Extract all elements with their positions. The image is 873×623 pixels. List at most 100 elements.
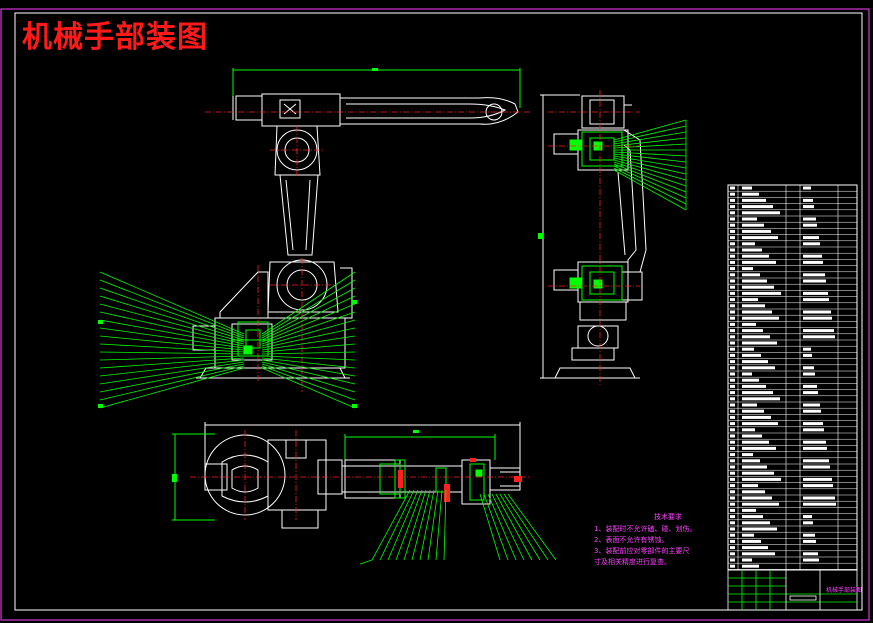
- parts-list-cell-mark: [730, 242, 735, 246]
- parts-list-cell-mark: [803, 422, 823, 426]
- parts-list-cell-mark: [742, 217, 757, 221]
- parts-list-cell-mark: [742, 198, 766, 202]
- parts-list-cell-mark: [742, 465, 767, 469]
- parts-list-cell-mark: [742, 223, 764, 227]
- parts-list-cell-mark: [742, 236, 778, 240]
- title-block: [727, 569, 858, 611]
- parts-list-cell-mark: [742, 304, 765, 308]
- parts-list-cell-mark: [742, 490, 765, 494]
- parts-list-cell-mark: [742, 192, 759, 196]
- technical-requirements-heading: 技术要求: [654, 513, 682, 521]
- parts-list-cell-mark: [730, 490, 735, 494]
- parts-list-cell-mark: [730, 533, 735, 537]
- parts-list-cell-mark: [803, 384, 817, 388]
- parts-list-cell-mark: [730, 335, 735, 339]
- parts-list-cell-mark: [803, 223, 817, 227]
- parts-list-cell-mark: [742, 273, 760, 277]
- top-view-assembly-detail: [379, 458, 522, 502]
- parts-list-cell-mark: [730, 279, 735, 283]
- parts-list-cell-mark: [803, 366, 814, 370]
- parts-list-cell-mark: [803, 329, 834, 333]
- parts-list-cell-mark: [730, 422, 735, 426]
- parts-list-cell-mark: [730, 273, 735, 277]
- parts-list-cell-mark: [742, 471, 774, 475]
- parts-list-cell-mark: [742, 254, 769, 258]
- parts-list-cell-mark: [742, 508, 756, 512]
- parts-list-cell-mark: [730, 223, 735, 227]
- parts-list-cell-mark: [742, 291, 781, 295]
- inner-border: [14, 12, 863, 611]
- parts-list-cell-mark: [803, 298, 829, 302]
- parts-list-cell-mark: [803, 236, 819, 240]
- top-view-leaders-right: [479, 493, 557, 561]
- parts-list-cell-mark: [742, 564, 759, 568]
- parts-list-cell-mark: [803, 515, 812, 519]
- parts-list-cell-mark: [730, 310, 735, 314]
- front-view-leaders-left: [99, 271, 245, 409]
- parts-list-cell-mark: [730, 236, 735, 240]
- parts-list-cell-mark: [803, 409, 821, 413]
- parts-list-cell-mark: [742, 378, 759, 382]
- parts-list-cell-mark: [742, 422, 778, 426]
- side-view: [538, 94, 647, 379]
- parts-list-cell-mark: [803, 260, 823, 264]
- parts-list-cell-mark: [803, 533, 815, 537]
- parts-list-cell-mark: [742, 521, 770, 525]
- parts-list-cell-mark: [742, 186, 752, 190]
- parts-list-cell-mark: [730, 260, 735, 264]
- top-view: [172, 422, 521, 529]
- parts-list-cell-mark: [730, 186, 735, 190]
- parts-list-cell-mark: [730, 211, 735, 215]
- parts-list-cell-mark: [803, 198, 813, 202]
- parts-list-cell-mark: [730, 366, 735, 370]
- parts-list-cell-mark: [803, 347, 811, 351]
- front-view-leaders-right: [261, 271, 356, 409]
- parts-list-cell-mark: [803, 217, 816, 221]
- parts-list-cell-mark: [803, 353, 812, 357]
- technical-requirement-line: 寸及相关精度进行复查。: [594, 558, 671, 566]
- front-view-center-lines: [205, 111, 530, 392]
- parts-list-cell-mark: [803, 273, 825, 277]
- parts-list-cell-mark: [803, 484, 833, 488]
- parts-list-cell-mark: [803, 539, 816, 543]
- parts-list-cell-mark: [730, 477, 735, 481]
- parts-list-cell-mark: [730, 316, 735, 320]
- parts-list-cell-mark: [742, 341, 777, 345]
- parts-list-cell-mark: [803, 440, 826, 444]
- parts-list-cell-mark: [730, 198, 735, 202]
- parts-list-cell-mark: [730, 378, 735, 382]
- technical-requirement-line: 1、装配时不允许磕、碰、划伤。: [594, 525, 697, 533]
- side-view-leaders: [613, 119, 687, 211]
- parts-list-cell-mark: [730, 558, 735, 562]
- parts-list-cell-mark: [742, 353, 761, 357]
- parts-list-cell-mark: [742, 502, 779, 506]
- front-view-leader-ticks: [98, 300, 357, 408]
- parts-list-cell-mark: [742, 347, 754, 351]
- parts-list-cell-mark: [730, 508, 735, 512]
- parts-list-cell-mark: [742, 211, 780, 215]
- parts-list-cell-mark: [742, 409, 764, 413]
- parts-list-cell-mark: [730, 409, 735, 413]
- parts-list-cell-mark: [730, 205, 735, 209]
- parts-list-cell-mark: [803, 254, 822, 258]
- parts-list-cell-mark: [742, 546, 768, 550]
- parts-list-cell-mark: [730, 298, 735, 302]
- parts-list-cell-mark: [803, 477, 832, 481]
- parts-list-cell-mark: [803, 372, 815, 376]
- parts-list-cell-mark: [730, 521, 735, 525]
- parts-list-cell-mark: [730, 446, 735, 450]
- parts-list-cell-mark: [730, 471, 735, 475]
- front-view: [192, 68, 521, 379]
- top-view-leaders-left: [359, 489, 447, 565]
- parts-list-cell-mark: [742, 267, 753, 271]
- parts-list-cell-mark: [730, 552, 735, 556]
- parts-list-cell-mark: [803, 502, 836, 506]
- parts-list-cell-mark: [742, 285, 774, 289]
- parts-list-cell-mark: [742, 533, 754, 537]
- parts-list-cell-mark: [730, 515, 735, 519]
- parts-list-cell-mark: [742, 360, 768, 364]
- title-block-drawing-name: 机械手部装图: [826, 587, 863, 594]
- parts-list-cell-mark: [730, 459, 735, 463]
- parts-list-cell-mark: [730, 527, 735, 531]
- parts-list-cell-mark: [742, 515, 763, 519]
